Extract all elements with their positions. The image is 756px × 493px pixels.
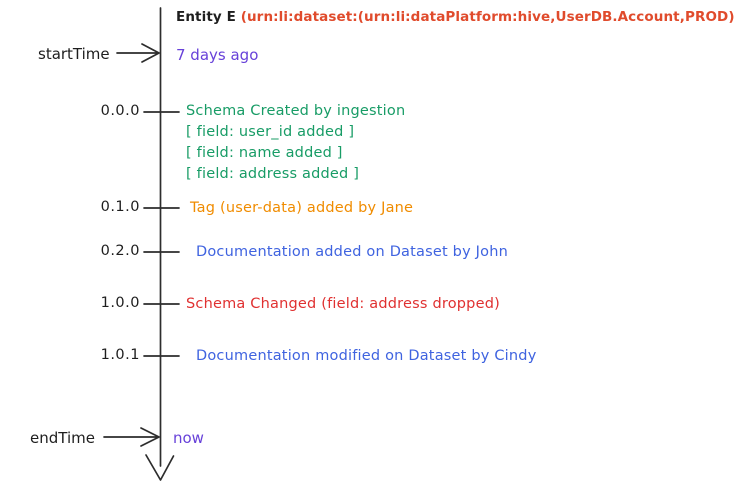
event-text: Schema Created by ingestion: [186, 103, 406, 119]
start-time-arrow-icon: [116, 43, 160, 63]
event-text: Tag (user-data) added by Jane: [190, 200, 414, 216]
version-label-0-2-0: 0.2.0: [100, 243, 140, 259]
event-text: Documentation added on Dataset by John: [196, 244, 509, 260]
timeline-arrow-down-icon: [145, 454, 175, 481]
start-time-label: startTime: [38, 45, 110, 63]
event-text: Schema Changed (field: address dropped): [186, 296, 500, 312]
version-label-1-0-0: 1.0.0: [100, 295, 140, 311]
diagram-title: Entity E (urn:li:dataset:(urn:li:dataPla…: [176, 9, 735, 25]
event-text: [ field: name added ]: [186, 145, 343, 161]
version-label-0-1-0: 0.1.0: [100, 199, 140, 215]
version-label-1-0-1: 1.0.1: [100, 347, 140, 363]
end-time-arrow-icon: [103, 427, 160, 447]
event-text: [ field: user_id added ]: [186, 124, 355, 140]
event-text: Documentation modified on Dataset by Cin…: [196, 348, 537, 364]
start-time-value: 7 days ago: [176, 46, 259, 64]
end-time-value: now: [173, 429, 204, 447]
entity-urn: (urn:li:dataset:(urn:li:dataPlatform:hiv…: [240, 9, 735, 25]
event-text: [ field: address added ]: [186, 166, 360, 182]
end-time-label: endTime: [30, 429, 95, 447]
entity-name: Entity E: [176, 9, 236, 25]
version-label-0-0-0: 0.0.0: [100, 103, 140, 119]
timeline-axis-strokes: [103, 7, 180, 481]
